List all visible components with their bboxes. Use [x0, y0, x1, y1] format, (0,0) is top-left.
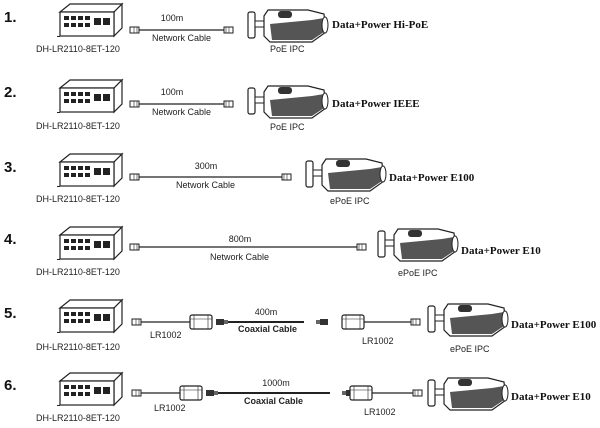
rj45-plug-icon: [129, 100, 140, 108]
bnc-connector-icon: [316, 319, 328, 325]
rj45-plug-icon: [131, 389, 142, 397]
cable-label: Coaxial Cable: [244, 396, 303, 406]
poe-switch-icon: [56, 79, 123, 114]
switch-model-label: DH-LR2110-8ET-120: [36, 413, 120, 423]
camera-type-label: ePoE IPC: [398, 268, 438, 278]
step-number: 2.: [4, 84, 17, 101]
poe-switch-icon: [56, 372, 123, 407]
cable-label: Network Cable: [210, 252, 269, 262]
coax-extender-icon: [179, 385, 203, 401]
distance-label: 1000m: [262, 378, 290, 388]
coax-extender-icon: [189, 314, 213, 330]
camera-type-label: PoE IPC: [270, 44, 305, 54]
scenario-4: 4. DH-LR2110-8ET-120 800m Network Cable …: [4, 226, 541, 278]
distance-label: 800m: [229, 234, 252, 244]
distance-label: 100m: [161, 87, 184, 97]
scenario-2: 2. DH-LR2110-8ET-120 100m Network Cable …: [4, 79, 420, 132]
bullet-camera-icon: [427, 303, 509, 337]
switch-model-label: DH-LR2110-8ET-120: [36, 267, 120, 277]
switch-model-label: DH-LR2110-8ET-120: [36, 342, 120, 352]
power-mode-label: Data+Power E10: [511, 391, 591, 403]
camera-type-label: ePoE IPC: [450, 344, 490, 354]
bullet-camera-icon: [247, 9, 329, 43]
switch-model-label: DH-LR2110-8ET-120: [36, 194, 120, 204]
bullet-camera-icon: [305, 158, 387, 192]
power-mode-label: Data+Power E100: [389, 172, 475, 184]
distance-label: 100m: [161, 13, 184, 23]
power-mode-label: Data+Power Hi-PoE: [332, 19, 428, 31]
rj45-plug-icon: [129, 173, 140, 181]
poe-switch-icon: [56, 226, 123, 261]
rj45-plug-icon: [281, 173, 292, 181]
extender-label: LR1002: [150, 330, 182, 340]
rj45-plug-icon: [223, 100, 234, 108]
extender-label: LR1002: [154, 403, 186, 413]
step-number: 5.: [4, 305, 17, 322]
extender-label: LR1002: [362, 336, 394, 346]
rj45-plug-icon: [129, 243, 140, 251]
switch-model-label: DH-LR2110-8ET-120: [36, 121, 120, 131]
distance-label: 300m: [195, 161, 218, 171]
poe-switch-icon: [56, 153, 123, 188]
rj45-plug-icon: [356, 243, 367, 251]
bnc-connector-icon: [216, 319, 228, 325]
rj45-plug-icon: [129, 26, 140, 34]
distance-label: 400m: [255, 307, 278, 317]
bullet-camera-icon: [247, 85, 329, 119]
camera-type-label: PoE IPC: [270, 122, 305, 132]
cable-label: Coaxial Cable: [238, 324, 297, 334]
bnc-connector-icon: [206, 390, 218, 396]
coax-extender-icon: [349, 385, 373, 401]
step-number: 1.: [4, 9, 17, 26]
bullet-camera-icon: [427, 377, 509, 411]
extender-label: LR1002: [364, 407, 396, 417]
step-number: 6.: [4, 377, 17, 394]
scenario-5: 5. DH-LR2110-8ET-120 LR1002 400m Coaxial…: [4, 299, 597, 354]
rj45-plug-icon: [410, 318, 421, 326]
rj45-plug-icon: [223, 26, 234, 34]
bullet-camera-icon: [377, 228, 459, 262]
rj45-plug-icon: [131, 318, 142, 326]
step-number: 4.: [4, 231, 17, 248]
scenario-1: 1. DH-LR2110-8ET-120 100m Network Cable …: [4, 3, 428, 54]
scenario-6: 6. DH-LR2110-8ET-120 LR1002 1000m Coaxia…: [4, 372, 591, 423]
rj45-plug-icon: [412, 389, 423, 397]
poe-switch-icon: [56, 3, 123, 38]
cable-label: Network Cable: [176, 180, 235, 190]
cable-label: Network Cable: [152, 33, 211, 43]
power-mode-label: Data+Power E10: [461, 245, 541, 257]
power-mode-label: Data+Power E100: [511, 319, 597, 331]
scenario-3: 3. DH-LR2110-8ET-120 300m Network Cable …: [4, 153, 475, 206]
cable-label: Network Cable: [152, 107, 211, 117]
poe-switch-icon: [56, 299, 123, 334]
power-mode-label: Data+Power IEEE: [332, 98, 420, 110]
step-number: 3.: [4, 159, 17, 176]
switch-model-label: DH-LR2110-8ET-120: [36, 44, 120, 54]
coax-extender-icon: [341, 314, 365, 330]
camera-type-label: ePoE IPC: [330, 196, 370, 206]
